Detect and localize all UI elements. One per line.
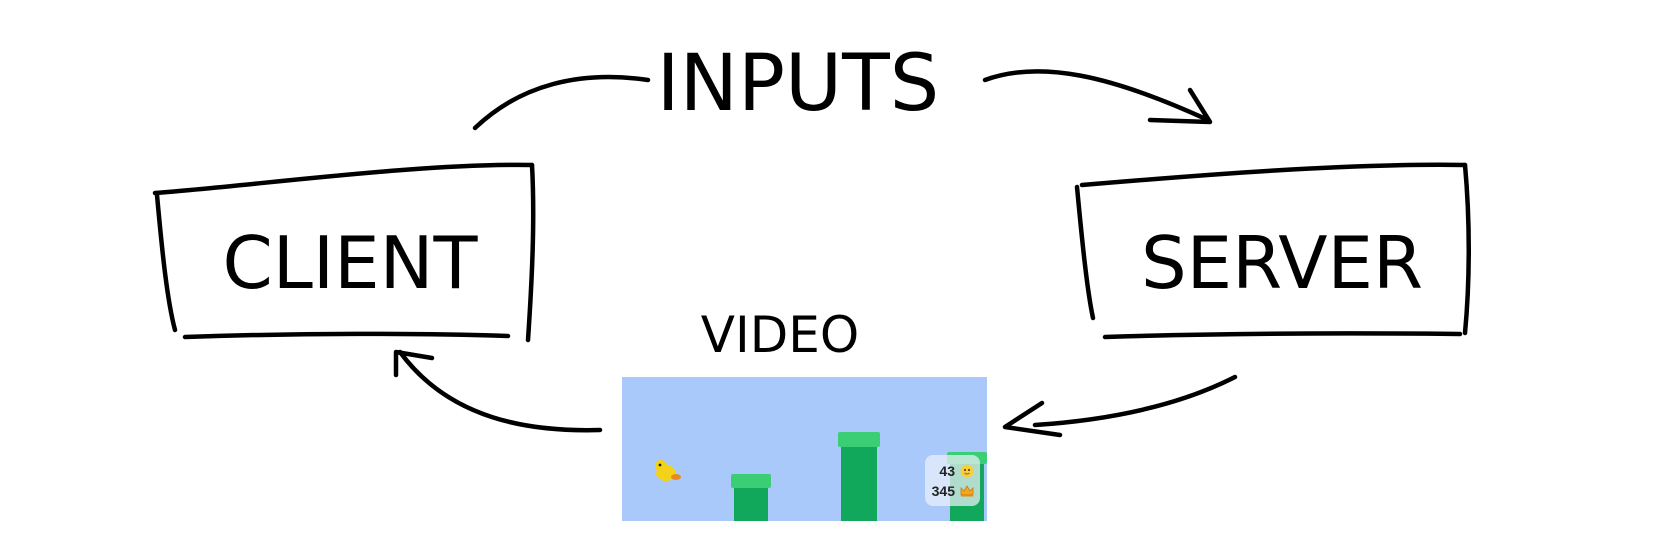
video-arrow: [393, 349, 1238, 438]
server-label: SERVER: [1141, 221, 1423, 305]
score-panel: 43 345: [925, 455, 980, 506]
pipe-cap: [731, 474, 771, 488]
crown-icon: [960, 485, 974, 497]
video-label: VIDEO: [701, 306, 859, 364]
score-current-row: 43: [925, 461, 980, 481]
score-current: 43: [939, 463, 955, 479]
client-label: CLIENT: [223, 221, 479, 305]
score-best: 345: [931, 483, 955, 499]
pipe-cap: [838, 432, 880, 447]
client-box: [152, 162, 536, 343]
score-best-row: 345: [925, 481, 980, 501]
bird-face-icon: [960, 464, 974, 478]
bird-icon: [655, 460, 681, 481]
inputs-label: INPUTS: [657, 39, 940, 129]
pipe: [841, 444, 877, 521]
server-box: [1074, 162, 1471, 340]
inputs-arrow: [472, 69, 1213, 131]
pipe: [734, 484, 768, 521]
